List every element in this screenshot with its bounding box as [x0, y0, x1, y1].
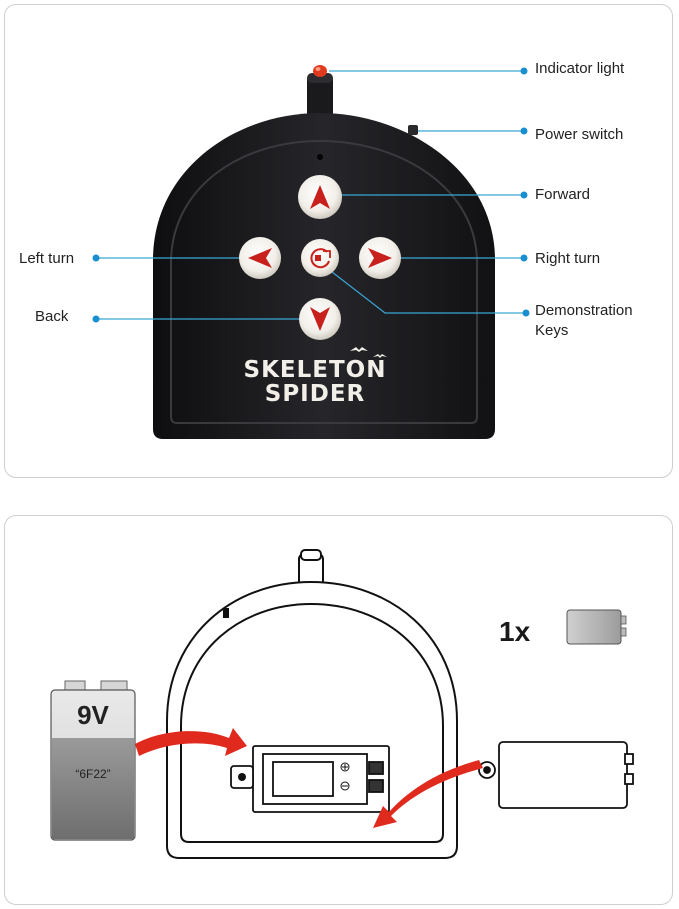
- arrow-right-icon: [368, 248, 392, 268]
- label-back: Back: [35, 308, 69, 325]
- insert-battery-arrow: [135, 728, 247, 756]
- indicator-light: [313, 65, 327, 77]
- battery-cover: [478, 741, 634, 809]
- brand-line-1: SKELETON: [244, 357, 387, 383]
- battery-quantity: 1x: [499, 616, 531, 647]
- label-indicator-light: Indicator light: [535, 60, 625, 77]
- remote-overview-diagram: SKELETON SPIDER Indicator light Power sw…: [19, 60, 633, 439]
- demo-key-icon: [310, 248, 331, 269]
- brand-logo: SKELETON SPIDER: [244, 347, 387, 407]
- arrow-up-icon: [310, 185, 330, 209]
- right-turn-button[interactable]: [359, 237, 401, 279]
- battery-install-diagram: 9V “6F22” 1x: [50, 549, 634, 859]
- brand-line-2: SPIDER: [265, 381, 366, 407]
- leader-lines: [97, 70, 525, 320]
- bat-icon: [350, 347, 387, 358]
- leader-dots: [92, 67, 530, 323]
- forward-button[interactable]: [298, 175, 342, 219]
- battery-voltage: 9V: [77, 700, 109, 730]
- back-button[interactable]: [299, 298, 341, 340]
- left-turn-button[interactable]: [239, 237, 281, 279]
- battery-compartment: [230, 745, 390, 813]
- minus-terminal-icon: [340, 781, 350, 791]
- label-forward: Forward: [535, 186, 590, 203]
- label-right-turn: Right turn: [535, 250, 600, 267]
- label-power-switch: Power switch: [535, 126, 623, 143]
- nine-volt-battery: 9V “6F22”: [50, 680, 136, 841]
- label-left-turn: Left turn: [19, 250, 74, 267]
- battery-install-panel: 9V “6F22” 1x: [4, 515, 673, 905]
- remote-overview-panel: SKELETON SPIDER Indicator light Power sw…: [4, 4, 673, 478]
- power-switch: [408, 125, 418, 135]
- demonstration-button[interactable]: [301, 239, 339, 277]
- battery-quantity-icon: [566, 609, 627, 645]
- label-demonstration-line-1: Demonstration: [535, 302, 633, 319]
- arrow-down-icon: [310, 307, 330, 331]
- label-demonstration-line-2: Keys: [535, 322, 568, 339]
- attach-cover-arrow: [373, 760, 483, 828]
- battery-model: “6F22”: [75, 767, 110, 781]
- plus-terminal-icon: [340, 762, 350, 772]
- arrow-left-icon: [248, 248, 272, 268]
